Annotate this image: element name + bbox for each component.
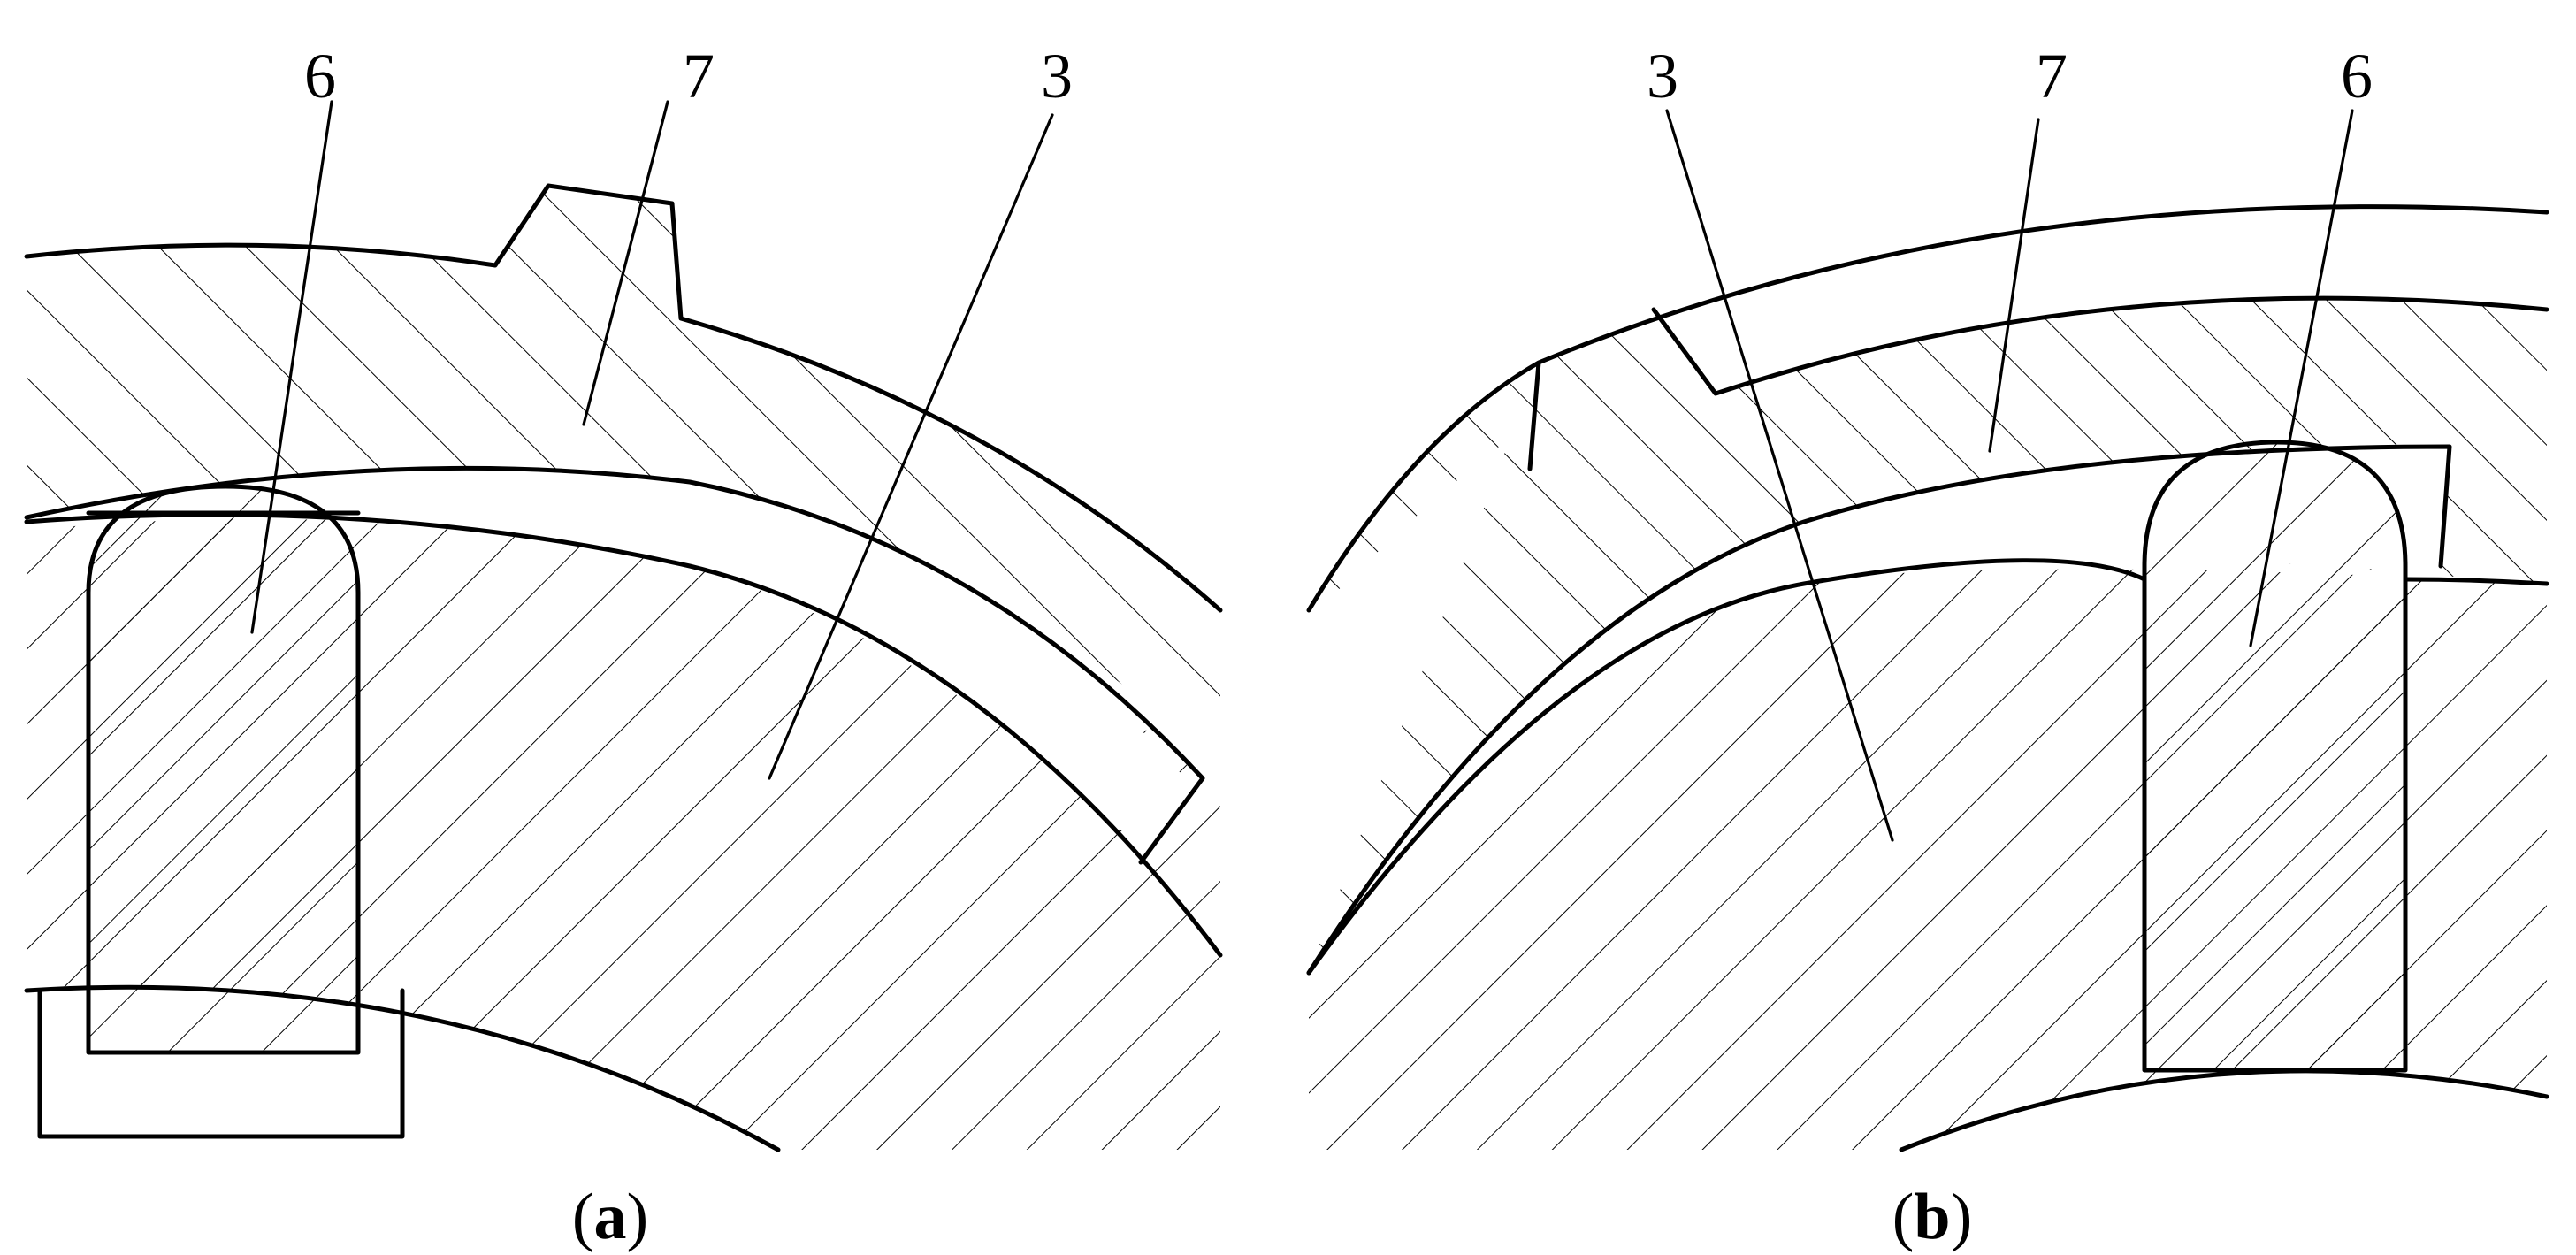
panel-a: 6 7 3 (a)	[24, 41, 1223, 1253]
panel-a-slot	[37, 510, 405, 1139]
panel-a-leader-3	[768, 113, 1054, 780]
panel-a-caption-letter: a	[594, 1181, 627, 1253]
panel-a-leader-7	[582, 100, 669, 426]
panel-a-part-6-pin	[88, 486, 358, 1052]
panel-a-bore-edge	[24, 984, 781, 1152]
panel-b-bore	[1901, 1070, 2547, 1150]
panel-a-pin-outline	[86, 484, 361, 1055]
panel-a-caption: (a)	[572, 1181, 648, 1253]
panel-b-label-3: 3	[1647, 41, 1678, 111]
panel-b-caption-letter: b	[1914, 1181, 1950, 1253]
panel-b-disc-edge	[1306, 558, 2549, 976]
panel-b-outer-band	[1539, 206, 2547, 394]
panel-b-leader-7	[1988, 118, 2040, 453]
panel-b-label-7: 7	[2036, 41, 2068, 111]
panel-a-label-3: 3	[1041, 41, 1073, 111]
panel-a-ring-outer-edge	[24, 183, 1223, 613]
panel-b-pin-outline	[2142, 440, 2408, 1073]
panel-b-label-6: 6	[2341, 41, 2373, 111]
panel-a-gap	[27, 468, 1185, 849]
panel-b: 3 7 6 (b)	[1306, 41, 2549, 1253]
panel-b-outer-edge-1	[1306, 204, 2549, 613]
panel-a-leader-6	[250, 100, 333, 634]
panel-b-leader-3	[1665, 109, 1894, 842]
panel-b-part-6-pin	[2144, 442, 2405, 1070]
panel-b-caption: (b)	[1892, 1181, 1972, 1253]
panel-b-outer-edge-2	[1651, 295, 2549, 396]
panel-a-label-7: 7	[683, 41, 715, 111]
panel-b-bore-edge	[1899, 1068, 2549, 1152]
panel-a-label-6: 6	[304, 41, 336, 111]
panel-a-ring-inner-edge	[24, 465, 1205, 865]
panel-b-ring-inner-edge	[1306, 444, 2452, 976]
panel-b-leader-6	[2249, 109, 2354, 647]
